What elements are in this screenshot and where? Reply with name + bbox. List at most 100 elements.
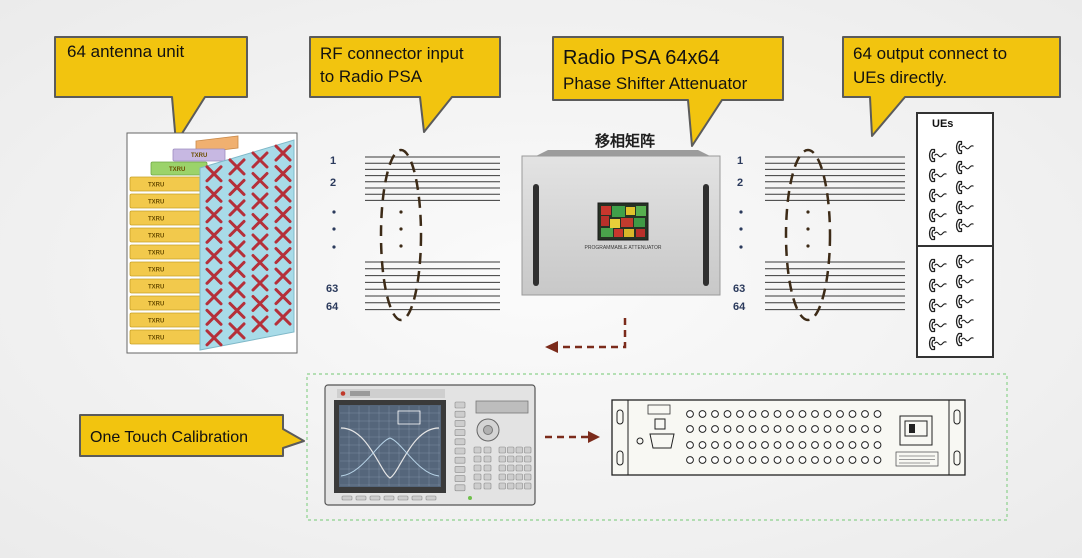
analyzer-keypad-key	[515, 473, 523, 481]
rf-connector	[748, 441, 757, 449]
psa-display-tile	[624, 229, 634, 237]
cross-stroke	[274, 267, 292, 285]
callout-rf-input: RF connector input to Radio PSA	[309, 36, 501, 133]
cross-stroke	[251, 192, 269, 210]
antenna-element-cross	[274, 267, 292, 285]
rf-connector	[736, 425, 744, 433]
callout-antenna-unit: 64 antenna unit	[54, 36, 248, 144]
analyzer-keypad-key	[515, 446, 523, 454]
analyzer-keypad-key	[507, 482, 515, 490]
psa-display-tile	[636, 206, 646, 216]
analyzer-keypad-key	[515, 455, 523, 463]
analyzer-nav-key	[483, 482, 492, 490]
psa-display-tile	[601, 206, 611, 215]
cross-stroke	[274, 247, 292, 265]
txru-module-stack: TXRUTXRUTXRUTXRUTXRUTXRUTXRUTXRUTXRUTXRU…	[129, 148, 226, 345]
txru-module-body	[129, 329, 205, 345]
cross-stroke	[274, 206, 292, 224]
psa-display-module	[597, 202, 649, 241]
txru-module-body	[129, 210, 205, 226]
psa-return-arrow-line	[557, 318, 627, 349]
cross-stroke	[228, 240, 246, 258]
analyzer-header-strip	[337, 389, 445, 398]
input-port-label-second: 2	[330, 177, 336, 189]
analyzer-nav-key	[473, 455, 482, 463]
txru-module-label: TXRU	[148, 319, 164, 325]
analyzer-keypad-key	[524, 473, 532, 481]
antenna-element-cross	[205, 165, 223, 183]
callout-ue-output-line1: 64 output connect to	[853, 44, 1007, 63]
cross-stroke	[228, 260, 246, 278]
rack-mount-slot	[953, 409, 961, 425]
psa-to-calibration-arrow	[545, 318, 627, 353]
cross-stroke	[251, 213, 269, 230]
rf-connector	[686, 441, 694, 449]
cross-stroke	[205, 329, 223, 347]
analyzer-bottom-key	[383, 495, 395, 501]
rack-power-switch	[909, 424, 915, 433]
txru-module-body	[129, 261, 205, 277]
txru-module-body	[129, 244, 205, 260]
analyzer-softkey	[454, 438, 466, 446]
txru-module-label: TXRU	[148, 336, 164, 342]
output-bundle-ellipsis-dot	[806, 244, 810, 248]
antenna-element-cross	[251, 233, 269, 251]
cross-stroke	[228, 301, 246, 319]
rf-connector	[773, 456, 782, 464]
output-port-ellipsis-dot	[739, 245, 743, 249]
antenna-element-cross	[205, 206, 223, 224]
rf-connector	[861, 410, 869, 418]
rack-mount-slot	[616, 450, 624, 466]
analyzer-keypad-key	[507, 446, 515, 454]
input-bundle-ellipse	[379, 148, 423, 322]
analyzer-keypad-key	[507, 473, 515, 481]
antenna-element-cross	[251, 192, 269, 210]
antenna-element-cross	[251, 295, 269, 312]
cross-stroke	[228, 219, 246, 237]
rf-connector	[698, 441, 707, 449]
rf-connector	[723, 456, 732, 464]
cross-stroke	[274, 165, 292, 183]
cross-stroke	[205, 288, 223, 306]
antenna-element-cross	[251, 315, 269, 333]
txru-module: TXRU	[129, 295, 205, 311]
txru-module: TXRU	[129, 210, 205, 226]
rf-connector	[698, 425, 707, 433]
input-port-ellipsis-dot	[332, 227, 336, 231]
txru-module: TXRU	[129, 176, 205, 192]
cross-stroke	[228, 322, 246, 340]
rf-connector	[861, 441, 869, 449]
antenna-element-cross	[228, 322, 246, 340]
psa-top-edge	[534, 150, 712, 157]
cross-stroke	[251, 172, 269, 189]
cross-stroke	[228, 281, 246, 299]
calibration-arrow	[545, 431, 600, 443]
antenna-element-cross	[228, 158, 246, 176]
output-bundle-ellipsis-dot	[806, 210, 810, 214]
antenna-element-cross	[251, 274, 269, 292]
analyzer-keypad-key	[498, 473, 506, 481]
rf-connector	[773, 425, 782, 433]
rf-connector	[811, 425, 819, 433]
rf-switch-rack-panel	[611, 399, 966, 476]
rf-connector	[761, 410, 769, 418]
rf-connector	[711, 441, 719, 449]
cross-stroke	[205, 226, 223, 244]
analyzer-nav-key	[473, 482, 482, 490]
rf-connector	[723, 410, 732, 418]
rf-connector	[761, 456, 769, 464]
output-port-label-second: 2	[737, 177, 743, 189]
input-connector-bundle: 1 2 63 64	[326, 148, 500, 322]
antenna-element-cross	[274, 226, 292, 244]
input-connector-lines	[365, 156, 500, 311]
antenna-element-cross	[274, 247, 292, 265]
txru-module-body	[129, 176, 205, 192]
callout-ue-output: 64 output connect to UEs directly.	[842, 36, 1061, 137]
psa-display-tile	[601, 216, 609, 226]
analyzer-nav-key	[483, 464, 492, 472]
ue-panel-title: UEs	[932, 118, 953, 130]
txru-module: TXRU	[129, 193, 205, 209]
analyzer-keypad-key	[515, 482, 523, 490]
txru-module: TXRU	[172, 148, 226, 162]
antenna-element-cross	[274, 206, 292, 224]
